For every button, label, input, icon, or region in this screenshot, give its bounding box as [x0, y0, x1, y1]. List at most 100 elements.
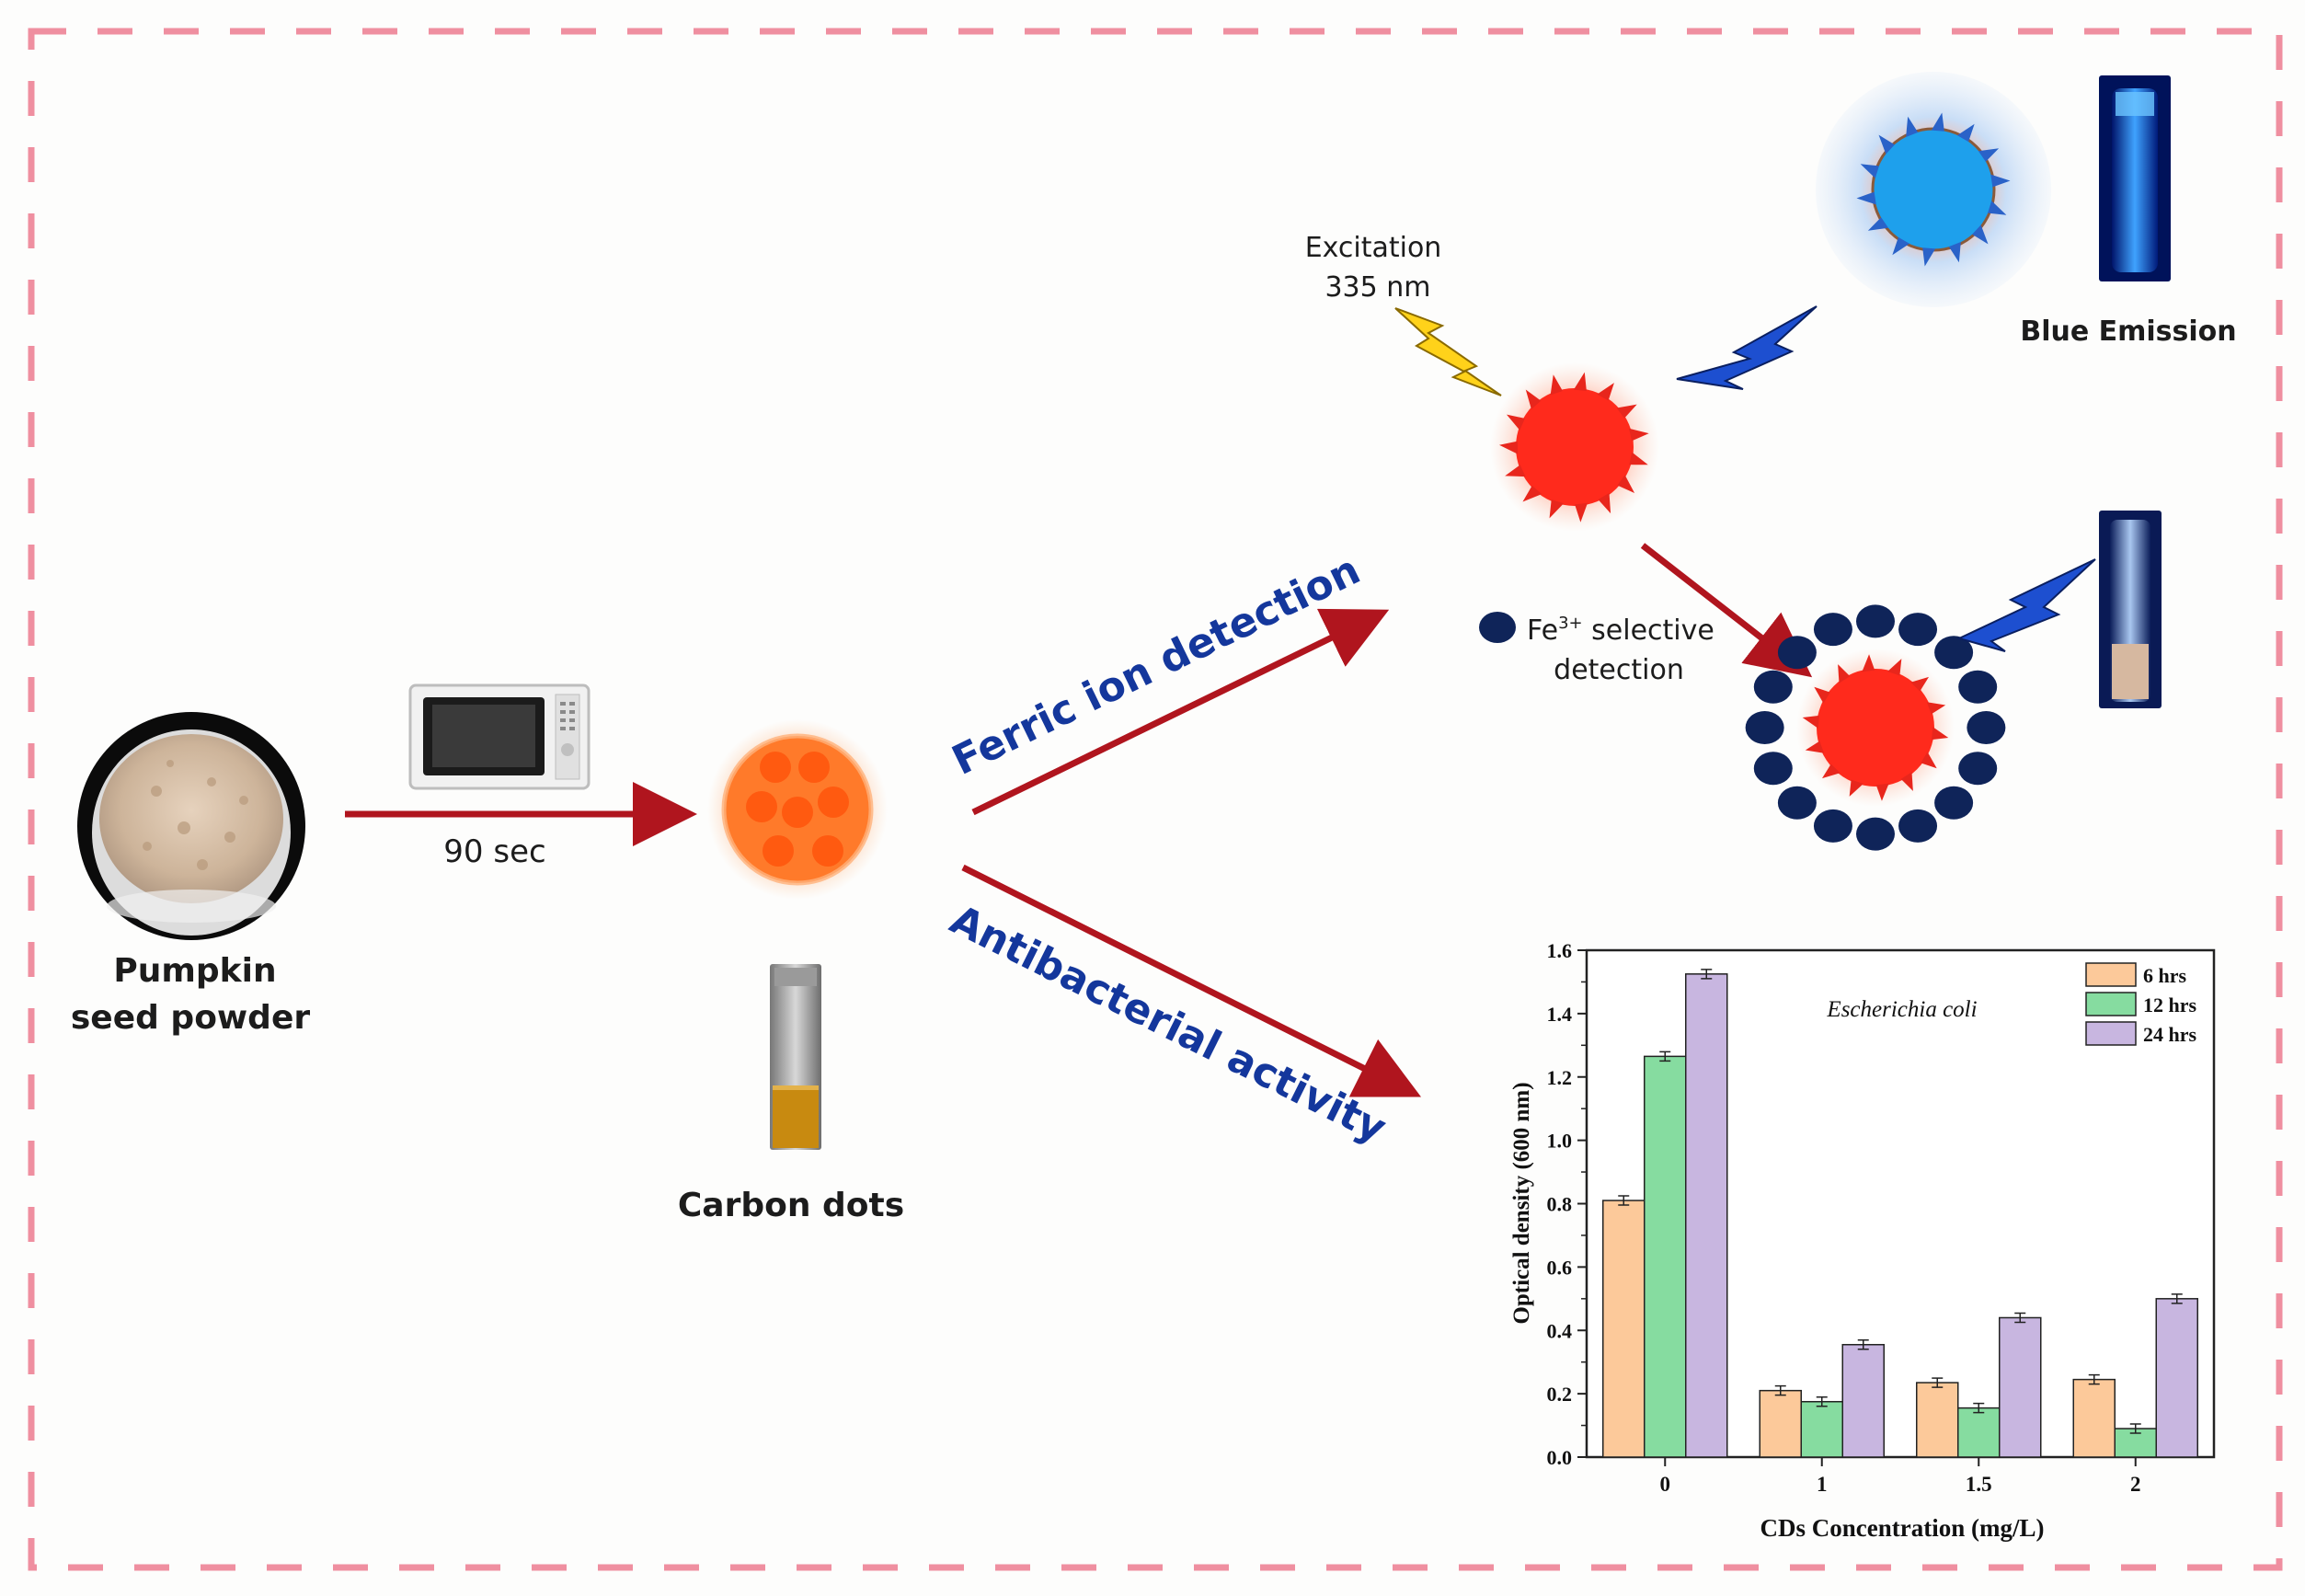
- fe-ion: [1745, 711, 1784, 744]
- fe-selective-label-line2: detection: [1554, 654, 1684, 686]
- surface-group: [1990, 174, 2011, 188]
- bar: [1685, 973, 1728, 1458]
- y-tick-label: 1.4: [1547, 1003, 1573, 1026]
- legend-label: 12 hrs: [2143, 993, 2197, 1016]
- bar: [1759, 1389, 1802, 1458]
- antibacterial-arrow-label: Antibacterial activity: [943, 896, 1393, 1153]
- surface-group: [1910, 676, 1930, 692]
- surface-group: [1573, 372, 1587, 391]
- bar: [1916, 1382, 1959, 1458]
- surface-group: [1900, 772, 1913, 791]
- surface-group: [1522, 485, 1542, 502]
- fe-ion: [1813, 809, 1852, 843]
- fe-ion: [1753, 670, 1793, 704]
- arrow-antibacterial: [961, 864, 1422, 1097]
- fe-ion: [1898, 809, 1938, 843]
- surface-group: [1856, 191, 1876, 205]
- fe-ion: [1813, 613, 1852, 647]
- surface-group: [1948, 242, 1961, 263]
- legend-swatch: [2085, 1021, 2137, 1046]
- fe-ion: [1958, 752, 1998, 786]
- error-bar: [2129, 1423, 2141, 1434]
- chart-annotation: Escherichia coli: [1826, 997, 1977, 1022]
- carbon-dot-blue-emission: [1816, 72, 2051, 307]
- error-bar: [2171, 1293, 2183, 1304]
- surface-group: [1931, 727, 1949, 741]
- microwave-icon: [408, 683, 591, 790]
- bar: [2155, 1298, 2198, 1458]
- surface-group: [1875, 783, 1889, 801]
- surface-group: [1802, 715, 1820, 729]
- surface-group: [1575, 502, 1588, 522]
- uv-vial-blue: [2099, 75, 2171, 281]
- surface-group: [1921, 752, 1937, 769]
- surface-group: [1862, 654, 1875, 672]
- surface-group: [1931, 112, 1944, 132]
- surface-group: [1978, 148, 2000, 162]
- arrow-fe-binding: [1640, 543, 1813, 678]
- surface-group: [1838, 664, 1851, 683]
- surface-group: [1878, 134, 1895, 155]
- legend-swatch: [2085, 962, 2137, 987]
- surface-group: [1616, 404, 1637, 419]
- fe-ion: [1967, 711, 2006, 744]
- surface-group: [1867, 217, 1889, 231]
- legend-label: 6 hrs: [2143, 964, 2187, 987]
- surface-group: [1814, 686, 1830, 704]
- surface-group: [1629, 452, 1648, 465]
- carbon-dot-fe-bound: [1745, 604, 2006, 851]
- y-tick-label: 0.8: [1547, 1193, 1573, 1216]
- carbon-dots-cluster: [707, 719, 888, 900]
- surface-group: [1922, 247, 1936, 267]
- surface-group: [1629, 428, 1649, 442]
- surface-group: [1926, 702, 1946, 715]
- lightning-bolt-icon: [1676, 305, 1818, 390]
- error-bar: [1857, 1339, 1869, 1350]
- carbon-dots-label: Carbon dots: [678, 1187, 904, 1224]
- surface-group: [1805, 741, 1825, 753]
- surface-group: [1550, 374, 1563, 396]
- surface-group: [1849, 779, 1863, 797]
- surface-group: [1597, 383, 1614, 401]
- surface-group: [1506, 414, 1525, 431]
- bar: [2072, 1378, 2116, 1458]
- surface-group: [1956, 123, 1975, 143]
- bar: [1957, 1407, 2001, 1458]
- blue-emission-label: Blue Emission: [2020, 316, 2236, 348]
- fe-ion: [1856, 604, 1895, 638]
- y-tick-label: 0.2: [1547, 1383, 1573, 1406]
- pumpkin-powder-image: [77, 712, 305, 940]
- pumpkin-label-line2: seed powder: [71, 999, 311, 1037]
- surface-group: [1505, 465, 1526, 477]
- chart-y-axis-label: Optical density (600 nm): [1509, 1082, 1534, 1324]
- surface-group: [1906, 116, 1919, 137]
- x-tick-label: 2: [2130, 1473, 2141, 1496]
- x-tick-label: 1: [1817, 1473, 1828, 1496]
- y-tick-label: 0.6: [1547, 1256, 1573, 1279]
- fe-ion: [1753, 752, 1793, 786]
- y-tick-label: 0.0: [1547, 1446, 1573, 1469]
- fe-ion: [1856, 817, 1895, 851]
- excitation-label-line1: Excitation: [1305, 232, 1442, 264]
- time-label: 90 sec: [443, 833, 545, 870]
- surface-group: [1972, 224, 1989, 245]
- vial-icon: [770, 964, 821, 1150]
- surface-group: [1549, 499, 1565, 519]
- uv-vial-quenched: [2099, 511, 2162, 708]
- surface-group: [1617, 475, 1635, 494]
- error-bar: [1973, 1402, 1985, 1414]
- fe-selective-label-line1: Fe3+ selective: [1527, 614, 1714, 647]
- carbon-dot-red: [1490, 362, 1659, 532]
- fe-ion: [1958, 670, 1998, 704]
- y-tick-label: 0.4: [1547, 1319, 1573, 1342]
- error-bar: [1816, 1395, 1828, 1407]
- error-bar: [2014, 1312, 2026, 1324]
- error-bar: [1659, 1051, 1671, 1062]
- error-bar: [2088, 1373, 2100, 1385]
- dashed-border: [28, 28, 2283, 1571]
- error-bar: [1701, 969, 1713, 980]
- x-tick-label: 1.5: [1966, 1473, 1992, 1496]
- chart-x-axis-label: CDs Concentration (mg/L): [1760, 1514, 2045, 1542]
